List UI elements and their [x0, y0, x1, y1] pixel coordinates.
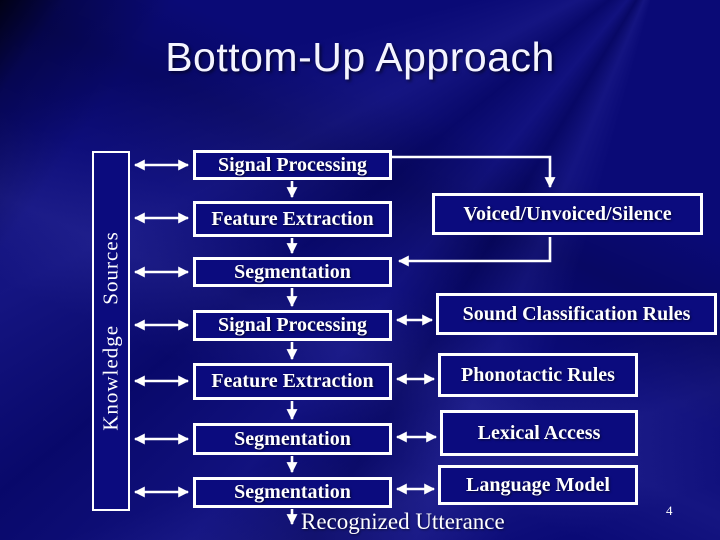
knowledge-box-language-model: Language Model — [438, 465, 638, 505]
pipeline-box-segmentation-2: Segmentation — [193, 423, 392, 455]
pipeline-box-segmentation-3: Segmentation — [193, 477, 392, 508]
box-label: Signal Processing — [217, 153, 368, 176]
box-label: Feature Extraction — [211, 370, 374, 392]
pipeline-box-signal-processing-2: Signal Processing — [193, 310, 392, 341]
pipeline-box-signal-processing-1: Signal Processing — [193, 150, 392, 180]
knowledge-sources-box: Knowledge Sources — [92, 151, 130, 511]
pipeline-box-segmentation-1: Segmentation — [193, 257, 392, 287]
box-label: Segmentation — [234, 481, 351, 503]
knowledge-box-voiced-unvoiced-silence: Voiced/Unvoiced/Silence — [432, 193, 703, 235]
slide-title: Bottom-Up Approach — [165, 34, 555, 80]
page-number: 4 — [666, 503, 673, 518]
pipeline-box-feature-extraction-2: Feature Extraction — [193, 363, 392, 400]
box-label: Segmentation — [234, 260, 351, 283]
box-label: Segmentation — [234, 427, 351, 450]
pipeline-box-feature-extraction-1: Feature Extraction — [193, 201, 392, 237]
knowledge-box-phonotactic-rules: Phonotactic Rules — [438, 353, 638, 397]
elbow-arrow-box1-to-vus — [392, 155, 556, 189]
box-label: Lexical Access — [477, 421, 601, 444]
box-label: Phonotactic Rules — [461, 363, 615, 386]
box-label: Sound Classification Rules — [462, 302, 691, 325]
box-label: Voiced/Unvoiced/Silence — [463, 202, 672, 225]
knowledge-sources-label: Knowledge Sources — [98, 231, 123, 431]
elbow-arrow-vus-to-box3 — [397, 237, 552, 267]
box-label: Signal Processing — [217, 314, 368, 336]
box-label: Feature Extraction — [211, 207, 374, 230]
recognized-utterance-label: Recognized Utterance — [301, 509, 505, 534]
box-label: Language Model — [466, 473, 610, 496]
knowledge-box-lexical-access: Lexical Access — [440, 410, 638, 456]
knowledge-box-sound-classification-rules: Sound Classification Rules — [436, 293, 717, 335]
